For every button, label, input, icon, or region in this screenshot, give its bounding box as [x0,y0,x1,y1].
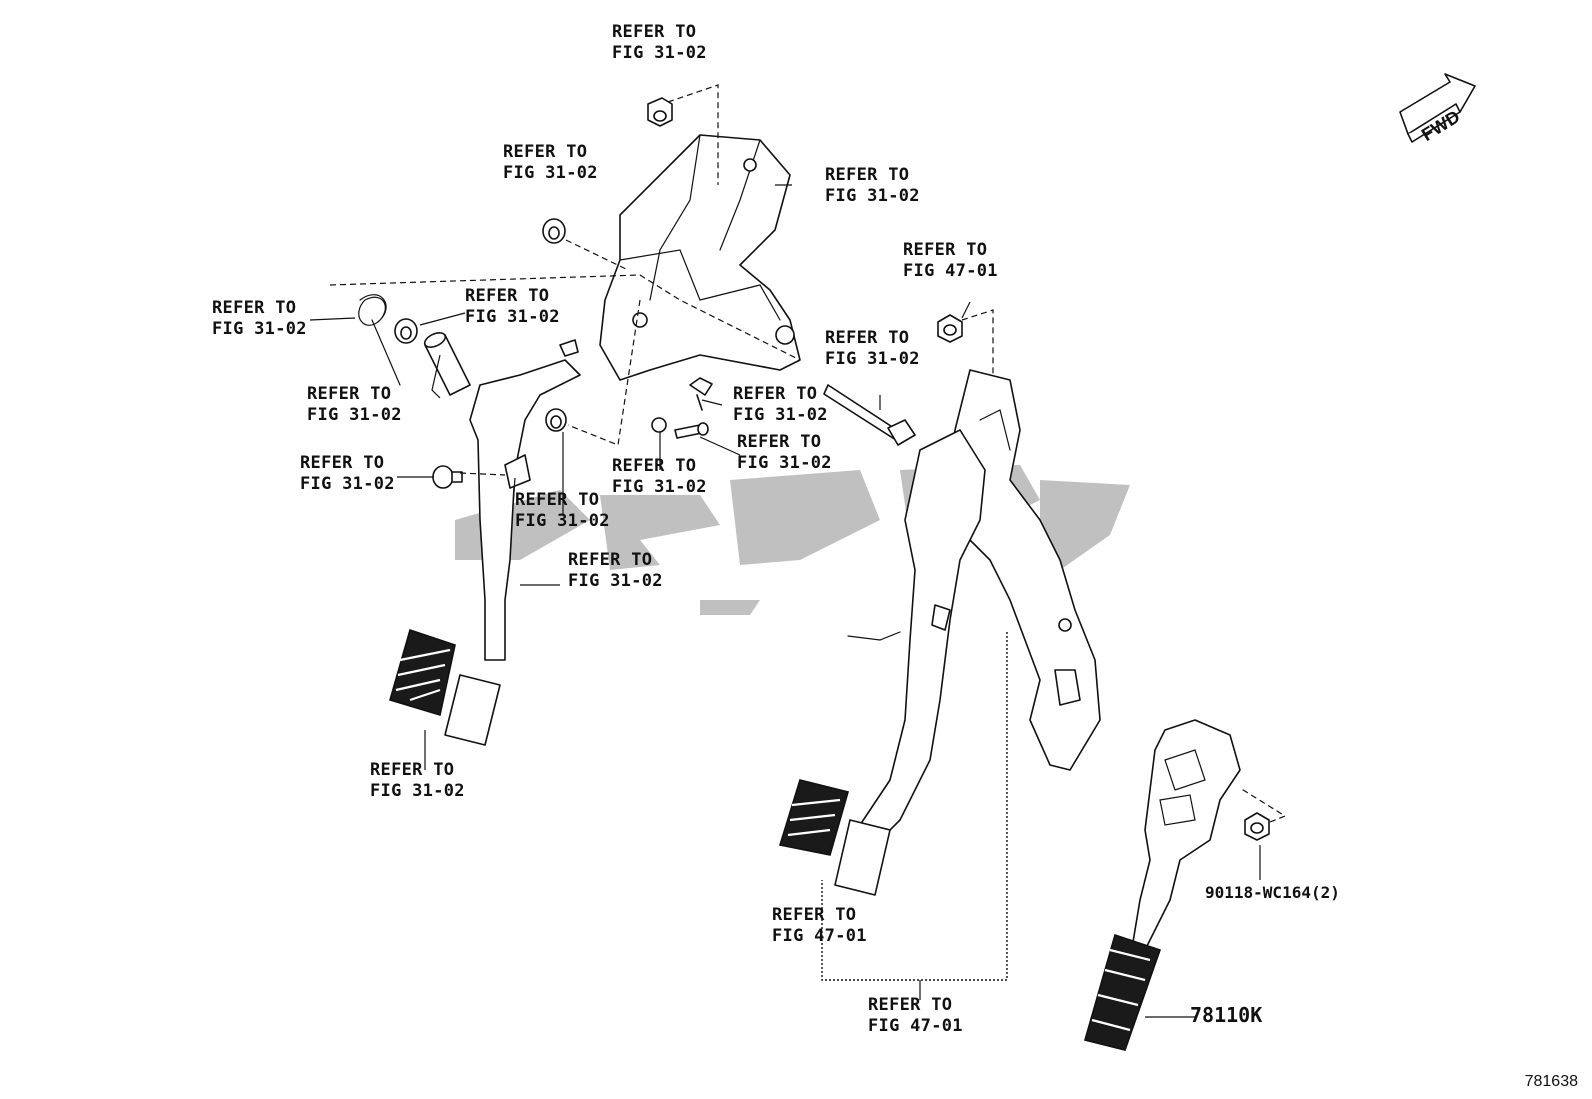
nut-accelerator [1244,812,1270,841]
return-spring [358,294,401,386]
bolt-short-upper [689,377,713,411]
brake-pedal-arm [847,429,986,841]
pedal-pipe [423,332,471,396]
part-number-nut: 90118-WC164(2) [1205,883,1340,902]
collar-lower [545,408,567,432]
nut-top [647,97,673,127]
accelerator-pedal [1084,719,1241,1051]
small-nut-center [651,417,667,433]
brake-pedal-bracket [949,369,1101,771]
pedal-bracket-upper [599,134,801,381]
figure-code: 781638 [1524,1073,1578,1090]
bolt-long [823,384,916,446]
clutch-pedal-pad-cover [389,628,456,717]
bushing-left [394,318,418,344]
part-number-accelerator-pedal: 78110K [1190,1003,1263,1027]
dashed-reference-lines [329,84,1287,823]
clutch-pedal-pad-plain [444,674,501,746]
collar-upper [542,218,566,244]
cushion [432,465,463,489]
nut-right-upper [937,314,963,343]
brake-pedal-pad-cover [778,779,849,856]
clutch-pedal-arm [469,339,581,661]
forward-arrow-icon [1399,73,1476,143]
bolt-short-lower [674,422,709,439]
brake-pedal-pad-plain [834,819,891,896]
leader-lines [309,184,1261,1018]
